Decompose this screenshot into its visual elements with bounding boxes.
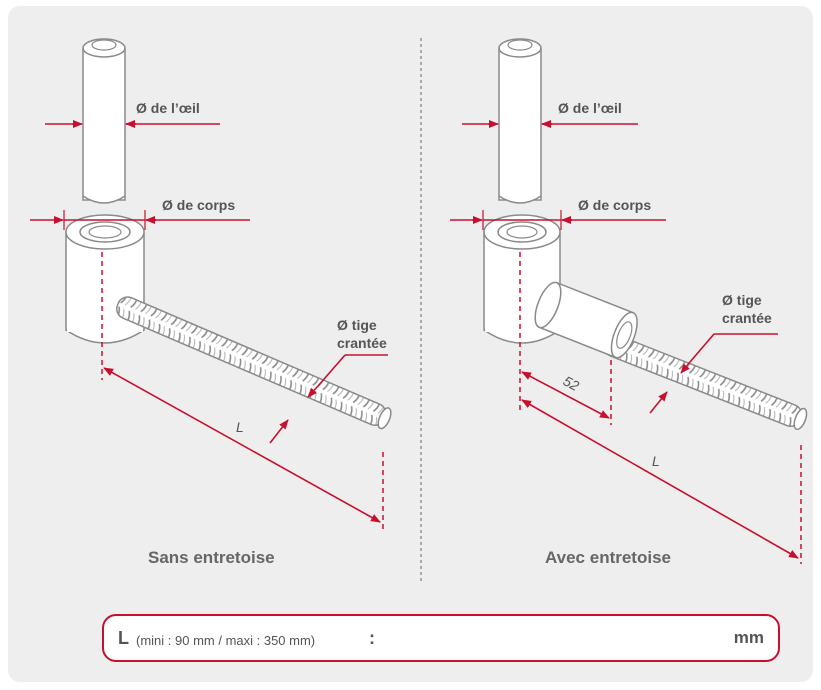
right-body [483,214,561,344]
right-pin [498,38,542,204]
right-spacer [534,281,638,359]
left-threaded-rod [116,296,392,430]
right-caption: Avec entretoise [545,548,671,567]
length-range-hint: (mini : 90 mm / maxi : 350 mm) [136,633,316,648]
right-length-label: L [652,453,660,469]
length-input[interactable] [389,624,713,654]
left-body [65,214,145,344]
length-field-colon: : [369,628,375,648]
left-length-label: L [236,419,244,435]
left-hinge: Ø de l’œil Ø de corps Ø tige crantée L [30,38,392,530]
left-corps-label: Ø de corps [162,197,235,213]
right-corps-label: Ø de corps [578,197,651,213]
panel-background [8,6,813,682]
length-field-label: L [118,628,129,648]
right-oeil-label: Ø de l’œil [558,100,622,116]
right-tige-label-2: crantée [722,310,772,326]
left-tige-label-2: crantée [337,335,387,351]
left-pin [82,38,126,204]
length-unit: mm [733,628,764,647]
right-spacer-label: 52 [561,373,582,395]
left-tige-label-1: Ø tige [337,317,377,333]
right-threaded-rod [603,333,808,431]
length-input-box: L (mini : 90 mm / maxi : 350 mm) : mm [102,614,780,662]
right-tige-label-1: Ø tige [722,292,762,308]
left-caption: Sans entretoise [148,548,275,567]
left-oeil-label: Ø de l’œil [136,100,200,116]
right-hinge: Ø de l’œil Ø de corps Ø tige crantée 52 … [450,38,808,564]
